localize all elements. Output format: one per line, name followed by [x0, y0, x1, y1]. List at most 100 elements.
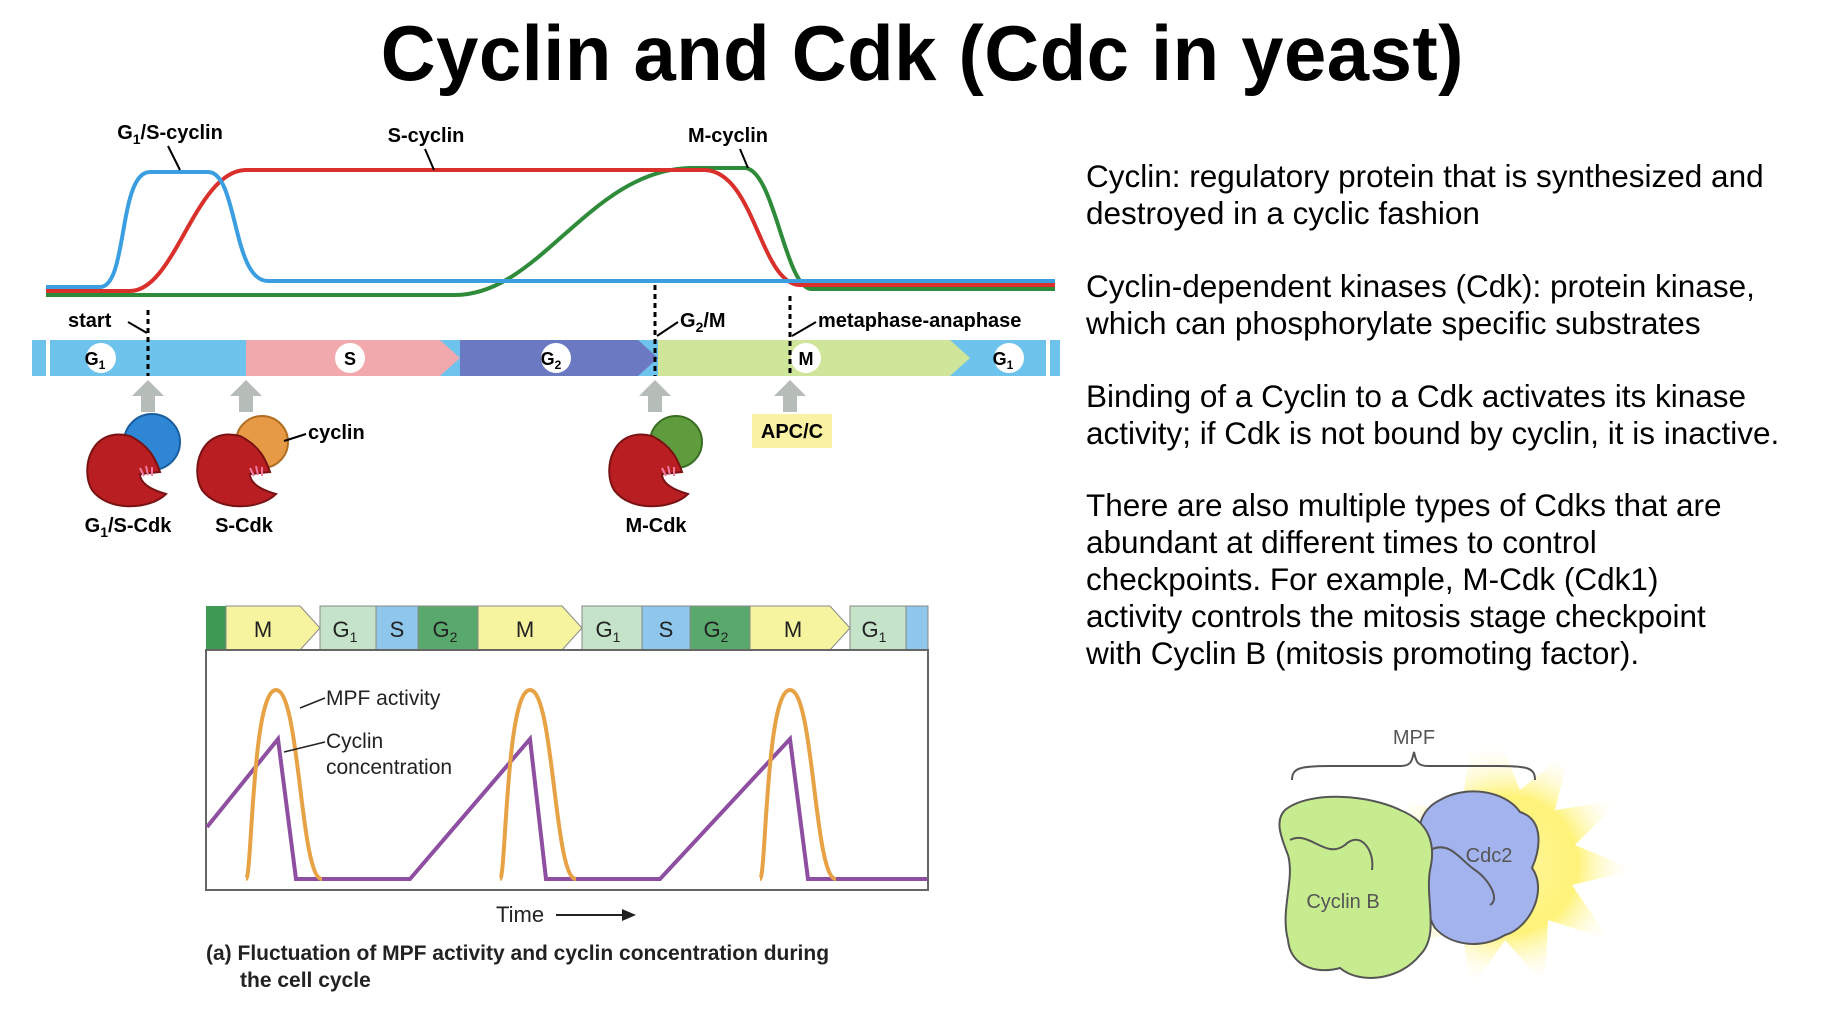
strip-cell-m — [749, 605, 851, 651]
label-m-cyclin: M-cyclin — [688, 125, 768, 147]
legend-cyclin-line2: concentration — [326, 756, 452, 779]
phase-circle-m — [791, 343, 821, 373]
cyclin-b-blob — [1278, 795, 1434, 979]
paragraph-line: Cyclin: regulatory protein that is synth… — [1086, 158, 1764, 194]
leader-line — [656, 321, 679, 337]
label-start: start — [68, 310, 112, 332]
cdk-blob — [196, 433, 278, 508]
legend-mpf-activity: MPF activity — [326, 687, 441, 710]
paragraph-line: with Cyclin B (mitosis promoting factor)… — [1086, 635, 1640, 671]
leader-line — [127, 321, 148, 334]
paragraph-cyclin-definition: Cyclin: regulatory protein that is synth… — [1086, 158, 1836, 232]
arrow-right-icon — [622, 909, 636, 921]
strip-cell-m — [225, 605, 321, 651]
active-site-marks — [139, 465, 153, 477]
page-title: Cyclin and Cdk (Cdc in yeast) — [380, 9, 1464, 97]
mpf-bracket — [1291, 751, 1536, 781]
paragraph-cdk-types: There are also multiple types of Cdks th… — [1086, 487, 1836, 672]
strip-cell-m — [477, 605, 583, 651]
x-axis-label: Time — [496, 902, 544, 927]
paragraph-line: Cyclin-dependent kinases (Cdk): protein … — [1086, 268, 1755, 304]
paragraph-line: activity; if Cdk is not bound by cyclin,… — [1086, 415, 1780, 451]
label-meta-ana: metaphase-anaphase — [818, 310, 1021, 332]
strip-cell-g1 — [849, 605, 907, 651]
active-site-marks — [661, 465, 675, 477]
m-cdk-complex — [608, 415, 703, 508]
g1s-cdk-complex — [86, 413, 181, 508]
phase-circle-g2 — [541, 343, 571, 373]
label-cyclin: cyclin — [308, 422, 365, 444]
mpf-complex-diagram: MPF Cdc2 Cyclin B — [1278, 727, 1635, 990]
label-g2m: G2/M — [680, 310, 726, 335]
label-g1s-cyclin: G1/S-cyclin — [117, 122, 223, 147]
paragraph-line: There are also multiple types of Cdks th… — [1086, 487, 1722, 523]
leader-line — [791, 321, 817, 337]
label-s-cdk: S-Cdk — [215, 515, 274, 537]
s-cdk-complex — [196, 415, 289, 508]
arrow-up-icon — [639, 380, 671, 412]
mpf-activity-line — [244, 687, 837, 881]
label-m-cdk: M-Cdk — [625, 515, 687, 537]
apc-box — [752, 414, 832, 448]
strip-cell-g1 — [319, 605, 377, 651]
g1s-cyclin-curve — [46, 170, 1055, 289]
leader-line — [424, 148, 435, 171]
caption-line2: the cell cycle — [240, 969, 371, 992]
label-s-cyclin: S-cyclin — [388, 125, 465, 147]
gray-arrows — [132, 380, 806, 412]
strip-cell-g1 — [581, 605, 643, 651]
arrow-up-icon — [230, 380, 262, 412]
strip-label: S — [659, 617, 674, 642]
legend-cyclin-line1: Cyclin — [326, 730, 383, 753]
phase-bar-gap — [1046, 340, 1050, 376]
leader-line — [283, 433, 307, 442]
m-cyclin-curve — [46, 166, 1055, 297]
strip-cell-g2 — [689, 605, 751, 651]
cdk-blob — [86, 433, 168, 508]
label-g1s-cdk: G1/S-Cdk — [85, 515, 173, 540]
strip-cell-s — [641, 605, 691, 651]
phase-strip: M G1 S G2 M G1 S G2 M G1 — [206, 605, 929, 651]
active-site-marks — [249, 465, 263, 477]
strip-cell-g2-start — [206, 606, 226, 650]
cyclin-b-contour — [1289, 837, 1374, 871]
label-cdc2: Cdc2 — [1466, 845, 1513, 867]
paragraph-line: checkpoints. For example, M-Cdk (Cdk1) — [1086, 561, 1659, 597]
caption-line1: (a) Fluctuation of MPF activity and cycl… — [206, 942, 829, 965]
phase-label-m: M — [799, 349, 814, 369]
cyclin-concentration-line — [205, 734, 927, 881]
plot-frame — [205, 649, 929, 891]
paragraph-cdk-definition: Cyclin-dependent kinases (Cdk): protein … — [1086, 268, 1836, 342]
g1s-label-text: /S-cyclin — [141, 122, 223, 144]
phase-circle-g1 — [86, 343, 116, 373]
s-cyclin-curve — [46, 168, 1055, 293]
phase-bar-gap — [46, 340, 50, 376]
label-apc: APC/C — [761, 421, 823, 443]
leader-line — [299, 697, 326, 709]
leader-line — [739, 148, 749, 169]
paragraph-line: activity controls the mitosis stage chec… — [1086, 598, 1706, 634]
cdc2-blob — [1418, 790, 1540, 945]
strip-label: M — [784, 617, 802, 642]
label-cyclin-b: Cyclin B — [1306, 891, 1379, 913]
paragraph-line: Binding of a Cyclin to a Cdk activates i… — [1086, 378, 1747, 414]
arrow-up-icon — [132, 380, 164, 412]
strip-label: M — [254, 617, 272, 642]
cell-cycle-cyclin-diagram: G1/S-cyclin S-cyclin M-cyclin G1 S G2 M … — [32, 122, 1060, 540]
phase-label-s: S — [344, 349, 356, 369]
strip-cell-s-end — [905, 605, 929, 651]
strip-label: M — [516, 617, 534, 642]
paragraph-binding: Binding of a Cyclin to a Cdk activates i… — [1086, 378, 1836, 452]
paragraph-line: destroyed in a cyclic fashion — [1086, 195, 1480, 231]
arrow-up-icon — [774, 380, 806, 412]
leader-line — [167, 145, 181, 171]
cdk-blob — [608, 433, 690, 508]
phase-circle-s — [335, 343, 365, 373]
leader-line — [283, 741, 326, 753]
strip-label: S — [390, 617, 405, 642]
paragraph-line: which can phosphorylate specific substra… — [1086, 305, 1701, 341]
mpf-fluctuation-chart: M G1 S G2 M G1 S G2 M G1 MPF activity Cy… — [205, 605, 929, 992]
phase-circle-g1-end — [994, 343, 1024, 373]
paragraph-line: abundant at different times to control — [1086, 524, 1597, 560]
cdc2-contour — [1429, 846, 1495, 906]
